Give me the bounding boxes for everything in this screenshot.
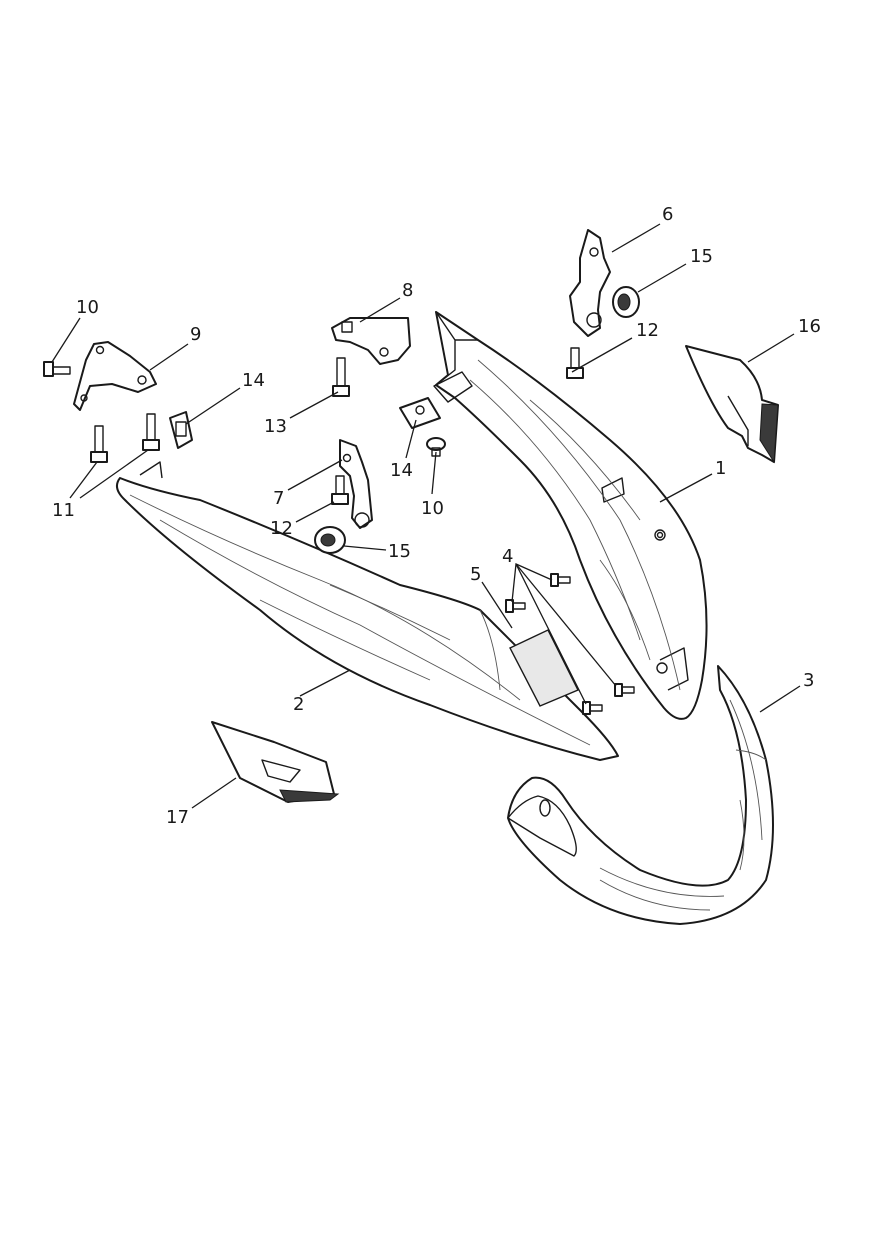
callout-2: 2 (293, 694, 304, 715)
callout-12-lower: 12 (270, 518, 293, 539)
clip-part-14-center (399, 397, 441, 429)
callout-1: 1 (715, 458, 726, 479)
side-panel-right-part-1 (433, 311, 708, 720)
callout-17: 17 (166, 807, 189, 828)
grommet-part-15-upper (612, 286, 640, 318)
bolt-part-11-right (142, 413, 160, 451)
bolt-part-12-lower (331, 475, 349, 505)
callout-8: 8 (402, 280, 413, 301)
bracket-part-9 (73, 341, 157, 411)
leader-lines (51, 223, 801, 809)
decal-part-16 (685, 345, 779, 464)
callout-15-lower: 15 (388, 541, 411, 562)
callout-7: 7 (273, 488, 284, 509)
callout-10-center: 10 (421, 498, 444, 519)
callout-12-upper: 12 (636, 320, 659, 341)
callout-6: 6 (662, 204, 673, 225)
callout-3: 3 (803, 670, 814, 691)
clip-part-14-left (169, 411, 193, 449)
callout-15-upper: 15 (690, 246, 713, 267)
callout-9: 9 (190, 324, 201, 345)
callout-4: 4 (502, 546, 513, 567)
callout-16: 16 (798, 316, 821, 337)
bolt-part-11-left (90, 425, 108, 463)
decal-part-17 (211, 721, 340, 803)
screw-part-10-left (43, 361, 71, 377)
callout-5: 5 (470, 564, 481, 585)
screws-part-4 (505, 573, 635, 715)
bracket-part-7 (339, 439, 373, 529)
bracket-part-8 (331, 317, 411, 365)
callout-14-left: 14 (242, 370, 265, 391)
belly-pan-part-3 (507, 665, 774, 925)
grommet-part-15-lower (314, 526, 346, 554)
callout-11: 11 (52, 500, 75, 521)
bolt-part-13 (332, 357, 350, 397)
label-part-5 (509, 629, 579, 707)
callout-13: 13 (264, 416, 287, 437)
side-panel-left-part-2 (115, 461, 619, 761)
callout-labels: 1 2 3 4 5 6 7 8 9 10 10 11 12 12 13 14 1… (52, 204, 821, 828)
callout-10-left: 10 (76, 297, 99, 318)
bracket-part-6 (569, 229, 611, 337)
callout-14-center: 14 (390, 460, 413, 481)
bolt-part-12-upper (566, 347, 584, 379)
